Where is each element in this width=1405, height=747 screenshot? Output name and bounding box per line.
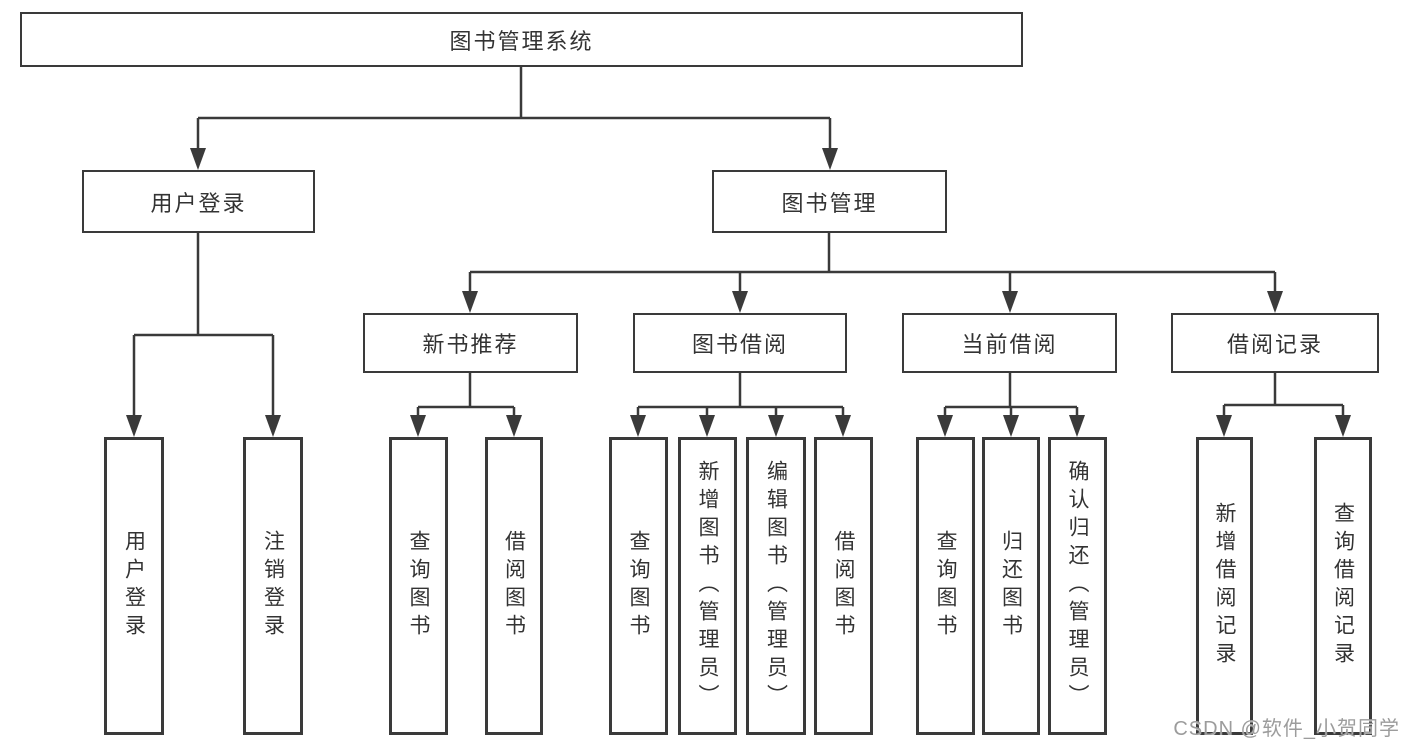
- leaf-query-borrow-record: 查询借阅记录: [1314, 437, 1372, 735]
- node-book-management: 图书管理: [712, 170, 947, 233]
- leaf-label: 确认归还（管理员）: [1066, 460, 1089, 712]
- leaf-add-books-admin: 新增图书（管理员）: [678, 437, 737, 735]
- node-label: 当前借阅: [961, 332, 1058, 357]
- node-borrow-records: 借阅记录: [1171, 313, 1379, 373]
- node-label: 图书借阅: [691, 332, 788, 357]
- node-current-borrowing: 当前借阅: [902, 313, 1117, 373]
- leaf-query-books-current: 查询图书: [916, 437, 975, 735]
- connector-user-login-children: [126, 233, 281, 437]
- leaf-label: 查询借阅记录: [1331, 502, 1355, 670]
- leaf-label: 编辑图书（管理员）: [764, 460, 788, 712]
- leaf-confirm-return-admin: 确认归还（管理员）: [1048, 437, 1107, 735]
- leaf-add-borrow-record: 新增借阅记录: [1196, 437, 1253, 735]
- leaf-edit-books-admin: 编辑图书（管理员）: [746, 437, 806, 735]
- node-library-management-system: 图书管理系统: [20, 12, 1023, 67]
- node-book-borrowing: 图书借阅: [633, 313, 847, 373]
- node-label: 用户登录: [150, 190, 247, 216]
- leaf-logout: 注销登录: [243, 437, 303, 735]
- leaf-return-books: 归还图书: [982, 437, 1040, 735]
- connector-current-borrowing-children: [937, 373, 1085, 437]
- leaf-label: 归还图书: [999, 530, 1023, 642]
- leaf-label: 借阅图书: [502, 530, 526, 642]
- node-new-book-recommend: 新书推荐: [363, 313, 578, 373]
- csdn-watermark: CSDN @软件_小贺同学: [1173, 718, 1400, 740]
- node-label: 新书推荐: [422, 332, 519, 357]
- node-label: 图书管理: [781, 190, 878, 216]
- leaf-label: 查询图书: [934, 530, 957, 642]
- leaf-label: 用户登录: [122, 530, 146, 642]
- connector-book-borrowing-children: [630, 373, 851, 437]
- leaf-label: 新增图书（管理员）: [696, 460, 719, 712]
- leaf-query-books-recommend: 查询图书: [389, 437, 448, 735]
- leaf-label: 借阅图书: [832, 530, 855, 642]
- leaf-label: 注销登录: [261, 530, 285, 642]
- leaf-query-books-borrowing: 查询图书: [609, 437, 668, 735]
- connector-new-book-recommend-children: [410, 373, 522, 437]
- node-user-login: 用户登录: [82, 170, 315, 233]
- connector-root-to-level1: [190, 67, 838, 170]
- leaf-label: 查询图书: [627, 530, 650, 642]
- connector-book-management-children: [462, 233, 1283, 313]
- leaf-borrow-books-recommend: 借阅图书: [485, 437, 543, 735]
- node-label: 图书管理系统: [449, 28, 594, 54]
- connector-borrow-records-children: [1216, 373, 1351, 437]
- leaf-user-login: 用户登录: [104, 437, 164, 735]
- node-label: 借阅记录: [1226, 332, 1323, 357]
- leaf-borrow-books-borrowing: 借阅图书: [814, 437, 873, 735]
- leaf-label: 新增借阅记录: [1213, 502, 1236, 670]
- leaf-label: 查询图书: [407, 530, 430, 642]
